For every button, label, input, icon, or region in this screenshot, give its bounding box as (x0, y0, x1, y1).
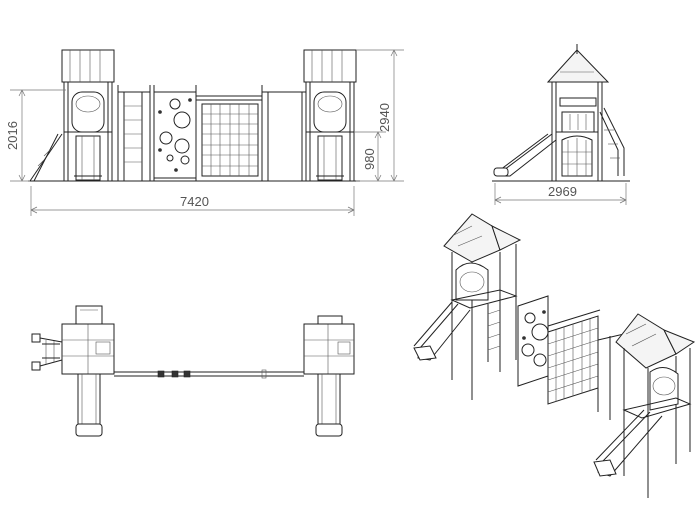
plan-view (31, 305, 355, 437)
side-net (561, 135, 593, 177)
iso-front-deck (622, 397, 692, 419)
iso-front-window (649, 367, 679, 411)
iso-back-window (455, 262, 489, 301)
left-tower-front (29, 49, 115, 182)
right-tower-front (303, 49, 357, 181)
dim-total-height: 2940 (356, 49, 404, 182)
plan-right-hood (317, 315, 343, 325)
plan-right-tower (303, 323, 355, 375)
plan-net-anchor-bottom (31, 361, 41, 371)
iso-back-deck (450, 289, 518, 309)
side-elevation: 2969 (492, 44, 630, 205)
iso-net (547, 309, 601, 405)
dim-total-width: 7420 (30, 186, 355, 216)
right-tower-roof (303, 49, 357, 83)
isometric-view (413, 213, 696, 498)
left-slide-front (75, 135, 101, 181)
side-slide (499, 133, 557, 177)
iso-back-tower (443, 213, 522, 400)
dim-width-label: 7420 (180, 194, 209, 209)
iso-front-tower (615, 313, 696, 498)
ladder-front (117, 85, 151, 181)
dim-deck-height: 980 (354, 131, 386, 182)
iso-ladder (487, 300, 501, 362)
dim-platform-label: 2016 (5, 121, 20, 150)
side-roof (546, 49, 610, 83)
plan-left-hood (75, 305, 103, 325)
dim-depth-label: 2969 (548, 184, 577, 199)
iso-back-slide (417, 303, 471, 361)
dim-deck-label: 980 (362, 148, 377, 170)
iso-climbing-wall (517, 295, 549, 387)
cargo-net-front (196, 85, 263, 181)
right-slide-front (317, 135, 343, 181)
plan-net-anchor-top (31, 333, 41, 343)
bar-section-front (262, 91, 306, 181)
left-tower-roof (61, 49, 115, 83)
iso-front-roof (615, 313, 677, 369)
dim-total-height-label: 2940 (377, 103, 392, 132)
dim-platform-height: 2016 (5, 89, 66, 182)
side-deck-rail (559, 97, 597, 107)
side-stair-rail (603, 107, 625, 176)
climbing-wall-front (153, 85, 197, 181)
plan-right-slide (317, 373, 341, 433)
front-elevation: 7420 2016 2940 980 (5, 49, 404, 216)
